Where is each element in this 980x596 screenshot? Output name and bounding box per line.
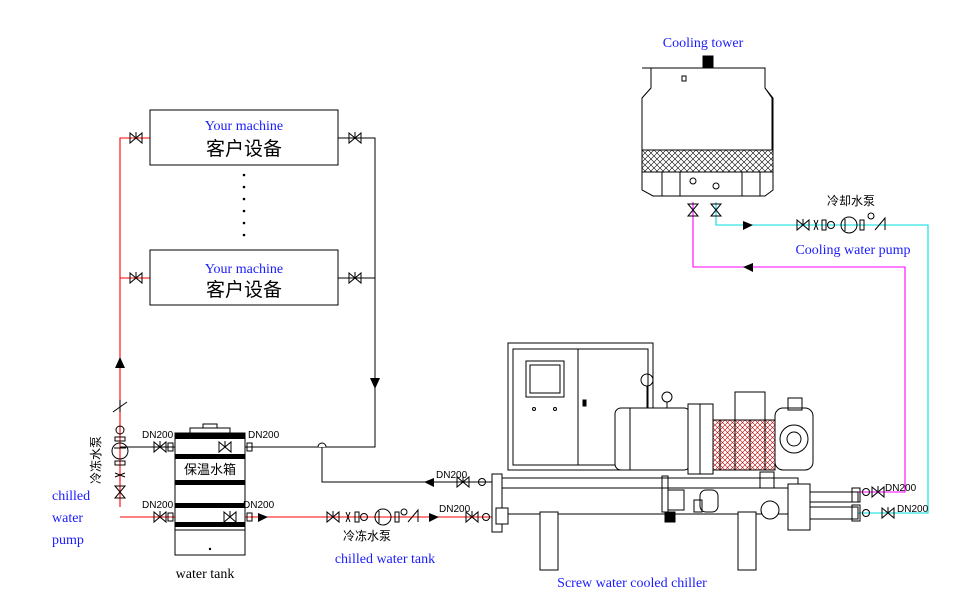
dn-labels-chiller-out: DN200 DN200 xyxy=(885,483,929,515)
cooling-tower xyxy=(641,55,774,197)
tank-valves xyxy=(153,440,253,523)
svg-text:DN200: DN200 xyxy=(142,430,174,441)
svg-text:Your machine: Your machine xyxy=(205,119,283,134)
svg-text:DN200: DN200 xyxy=(885,483,917,494)
chilled-water-pump-horizontal xyxy=(326,508,419,526)
flow-arrows xyxy=(115,221,753,522)
svg-text:Your machine: Your machine xyxy=(205,262,283,277)
dn-labels-tank: DN200 DN200 DN200 DN200 xyxy=(142,430,280,511)
svg-text:pump: pump xyxy=(52,533,84,548)
customer-machine-1: Your machine 客户设备 xyxy=(149,109,339,166)
svg-text:DN200: DN200 xyxy=(439,504,471,515)
water-tank-label: water tank xyxy=(176,567,235,582)
cooling-pump-en: Cooling water pump xyxy=(795,243,910,258)
chiller-outlet-valves xyxy=(862,485,895,519)
chilled-pump-en-label: chilled water pump xyxy=(52,489,90,548)
pipe-crossover xyxy=(317,442,327,448)
ellipsis-dots xyxy=(242,173,246,237)
svg-text:客户设备: 客户设备 xyxy=(206,279,282,301)
svg-text:保温水箱: 保温水箱 xyxy=(184,462,236,478)
customer-machine-2: Your machine 客户设备 xyxy=(149,249,339,306)
chilled-pump-cn-horizontal: 冷冻水泵 xyxy=(343,528,391,543)
svg-text:water: water xyxy=(52,511,83,526)
cooling-water-pump xyxy=(796,212,886,234)
chiller-inlet-valves xyxy=(456,475,490,523)
cooling-tower-label: Cooling tower xyxy=(663,36,744,51)
svg-text:DN200: DN200 xyxy=(436,470,468,481)
svg-text:客户设备: 客户设备 xyxy=(206,138,282,160)
chilled-water-pump-vertical xyxy=(111,400,129,499)
svg-text:DN200: DN200 xyxy=(142,500,174,511)
cooling-return-pipe xyxy=(692,202,906,493)
chilled-pump-cn-vertical: 冷冻水泵 xyxy=(88,436,103,484)
cooling-pump-cn: 冷却水泵 xyxy=(827,194,875,208)
svg-text:chilled: chilled xyxy=(52,489,90,504)
svg-text:DN200: DN200 xyxy=(248,430,280,441)
dn-labels-chiller-in: DN200 DN200 xyxy=(436,470,471,515)
chilled-water-tank-label: chilled water tank xyxy=(335,552,435,567)
svg-text:DN200: DN200 xyxy=(897,504,929,515)
chilled-return-pipe xyxy=(120,137,498,483)
chiller-label: Screw water cooled chiller xyxy=(557,576,707,591)
screw-chiller xyxy=(491,342,861,571)
water-tank: 保温水箱 xyxy=(174,423,246,556)
svg-text:DN200: DN200 xyxy=(243,500,275,511)
cooling-supply-pipe xyxy=(715,202,929,514)
